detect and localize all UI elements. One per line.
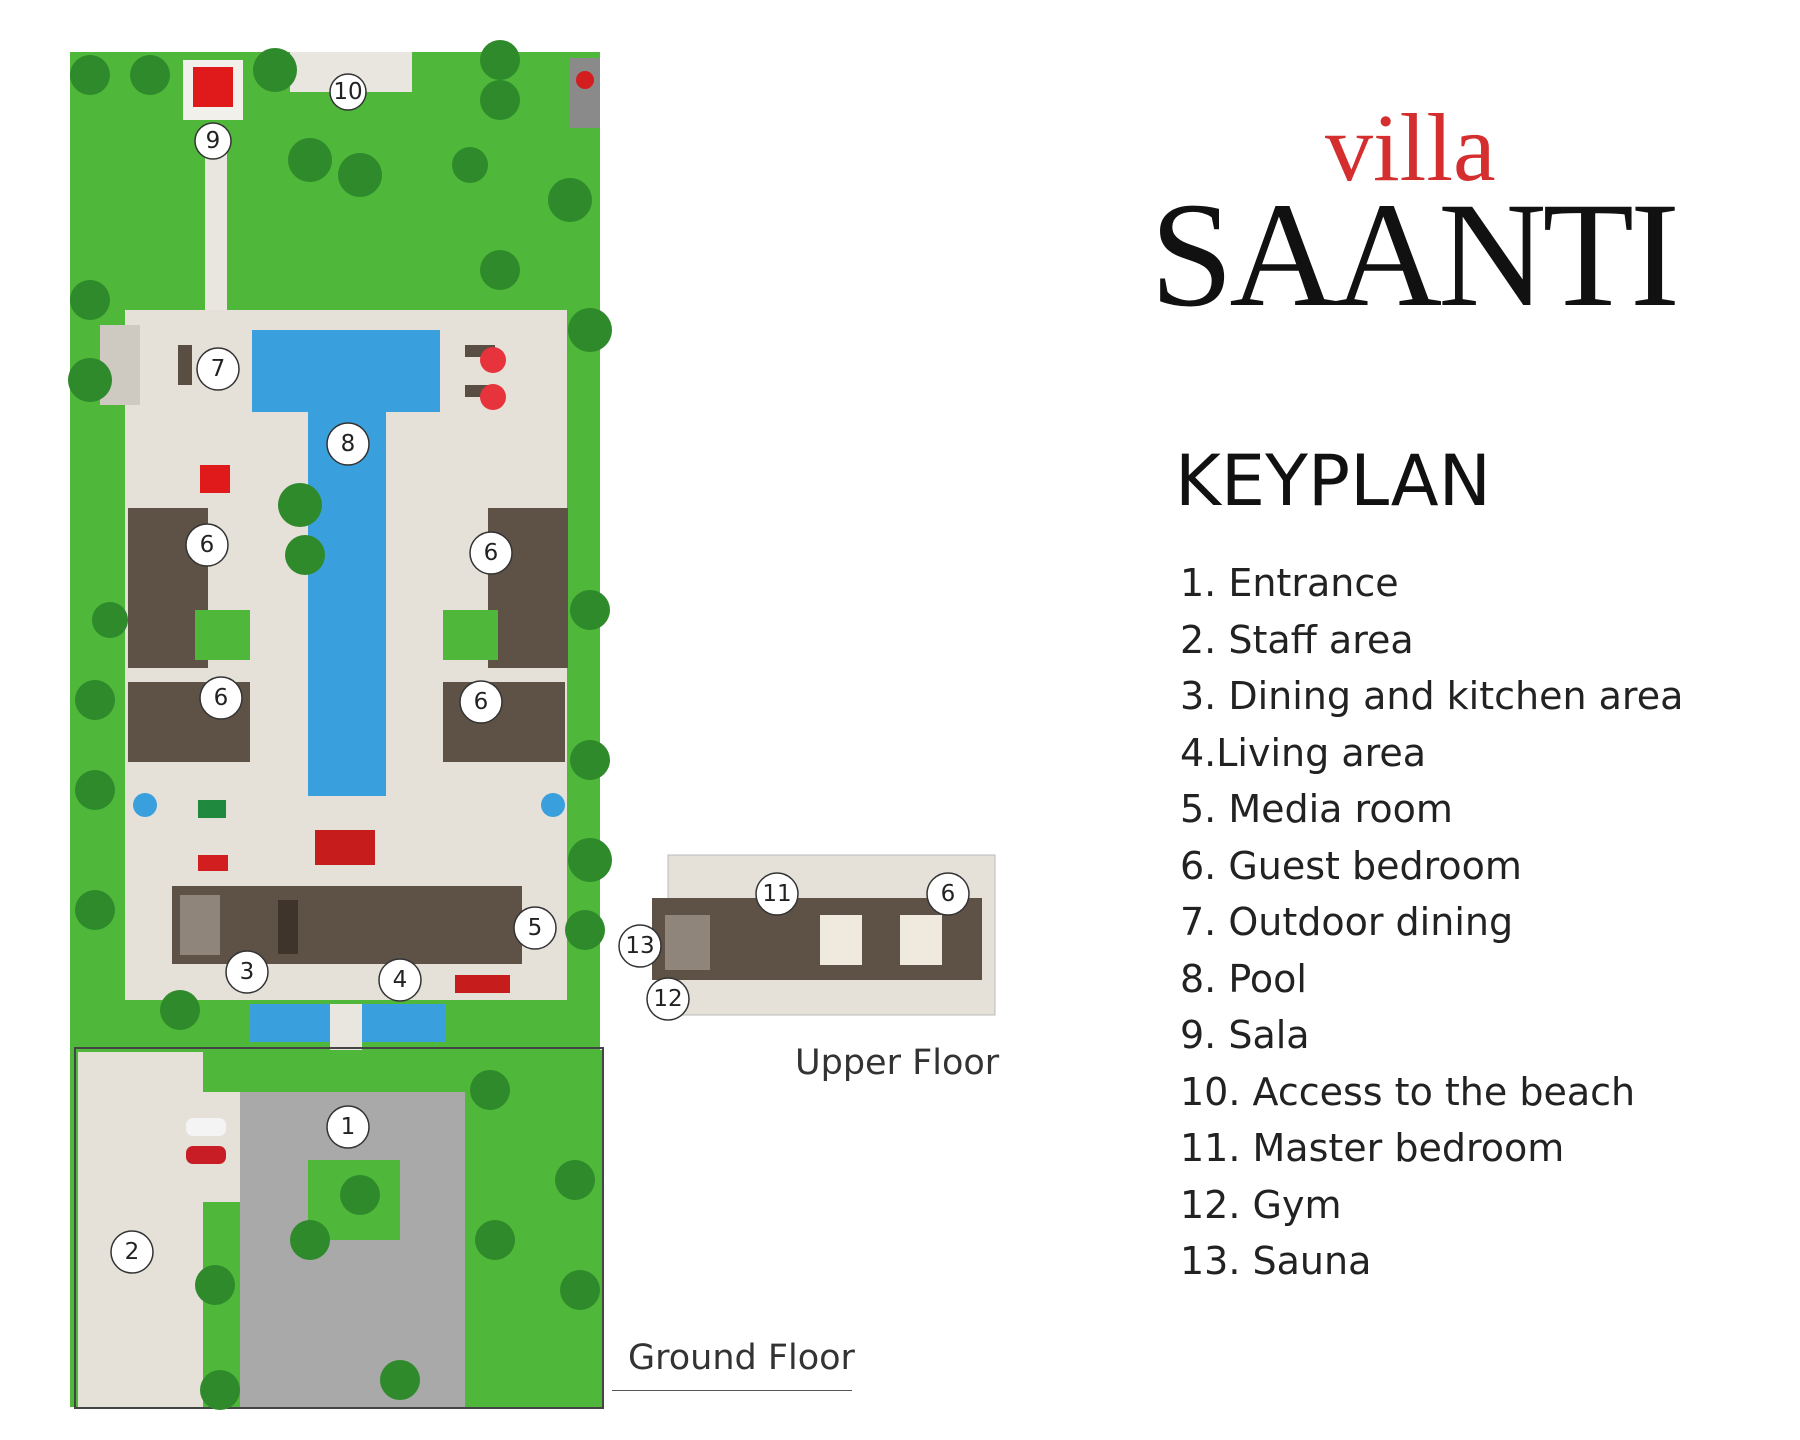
car-red — [186, 1146, 226, 1164]
svg-text:6: 6 — [941, 881, 956, 907]
marker-7: 7 — [196, 347, 240, 391]
legend-item: 1. Entrance — [1180, 561, 1399, 605]
master-bed-1 — [820, 915, 862, 965]
legend-item: 6. Guest bedroom — [1180, 843, 1522, 888]
ground-floor-underline — [612, 1390, 852, 1391]
master-bed-2 — [900, 915, 942, 965]
umbrella — [480, 347, 506, 373]
keyplan-title: KEYPLAN — [1175, 440, 1491, 522]
water-feature-w — [133, 793, 157, 817]
svg-text:6: 6 — [474, 689, 489, 715]
svg-text:4: 4 — [393, 967, 408, 993]
legend-item: 3. Dining and kitchen area — [1180, 674, 1684, 718]
svg-text:9: 9 — [206, 128, 221, 154]
outdoor-red-seating — [455, 975, 510, 993]
marker-10: 10 — [329, 73, 367, 111]
legend-item: 4.Living area — [1180, 730, 1427, 775]
keyplan-legend: 1. Entrance 2. Staff area 3. Dining and … — [1180, 555, 1683, 1290]
svg-text:13: 13 — [625, 933, 654, 959]
marker-6-se: 6 — [459, 680, 503, 724]
marker-13: 13 — [618, 924, 662, 968]
garden-feature-red — [576, 71, 594, 89]
planter — [195, 610, 250, 660]
legend-item: 2. Staff area — [1180, 617, 1414, 662]
marker-6-upper: 6 — [926, 872, 970, 916]
red-daybed — [200, 465, 230, 493]
gym-area — [665, 915, 710, 970]
svg-text:6: 6 — [200, 532, 215, 558]
svg-text:6: 6 — [214, 685, 229, 711]
brand-name: SAANTI — [1150, 172, 1680, 338]
svg-text:1: 1 — [341, 1114, 356, 1140]
svg-text:5: 5 — [528, 915, 543, 941]
marker-4: 4 — [378, 958, 422, 1002]
site-boundary — [74, 1047, 604, 1409]
stepping-path — [205, 150, 227, 310]
umbrella — [480, 384, 506, 410]
trees — [68, 40, 612, 1410]
marker-11: 11 — [755, 872, 799, 916]
marker-1: 1 — [326, 1105, 370, 1149]
svg-text:7: 7 — [211, 356, 226, 382]
legend-item: 8. Pool — [1180, 956, 1307, 1001]
marker-2: 2 — [110, 1230, 154, 1274]
red-sofa — [198, 855, 228, 871]
red-chairs — [315, 830, 375, 865]
green-bench — [198, 800, 226, 818]
legend-item: 7. Outdoor dining — [1180, 900, 1514, 944]
outdoor-table — [178, 345, 192, 385]
water-feature-e — [541, 793, 565, 817]
legend-item: 13. Sauna — [1180, 1239, 1372, 1283]
svg-text:2: 2 — [125, 1239, 140, 1265]
upper-floor-label: Upper Floor — [795, 1043, 1000, 1083]
marker-12: 12 — [646, 977, 690, 1021]
marker-5: 5 — [513, 906, 557, 950]
brand-prefix: villa — [1325, 94, 1496, 201]
car-white — [186, 1118, 226, 1136]
pool-lap — [308, 410, 386, 796]
legend-item: 12. Gym — [1180, 1182, 1342, 1227]
svg-text:8: 8 — [341, 431, 356, 457]
svg-text:6: 6 — [484, 540, 499, 566]
garden-feature — [570, 58, 600, 128]
marker-3: 3 — [225, 950, 269, 994]
legend-item: 5. Media room — [1180, 787, 1453, 831]
marker-9: 9 — [194, 122, 232, 160]
svg-text:10: 10 — [333, 79, 362, 105]
dining-table — [278, 900, 298, 954]
legend-item: 11. Master bedroom — [1180, 1126, 1565, 1170]
legend-item: 9. Sala — [1180, 1013, 1310, 1057]
marker-6-ne: 6 — [469, 531, 513, 575]
marker-8: 8 — [326, 422, 370, 466]
svg-text:11: 11 — [762, 881, 791, 907]
svg-text:3: 3 — [240, 959, 255, 985]
planter — [443, 610, 498, 660]
svg-text:12: 12 — [653, 986, 682, 1012]
pool-top — [252, 330, 440, 412]
sala-roof — [193, 67, 233, 107]
main-building — [172, 886, 522, 964]
marker-6-sw: 6 — [199, 676, 243, 720]
guest-pavilion-ne — [488, 508, 568, 668]
kitchen-counter — [180, 895, 220, 955]
marker-6-nw: 6 — [185, 523, 229, 567]
ground-floor-label: Ground Floor — [628, 1338, 855, 1378]
legend-item: 10. Access to the beach — [1180, 1069, 1636, 1114]
